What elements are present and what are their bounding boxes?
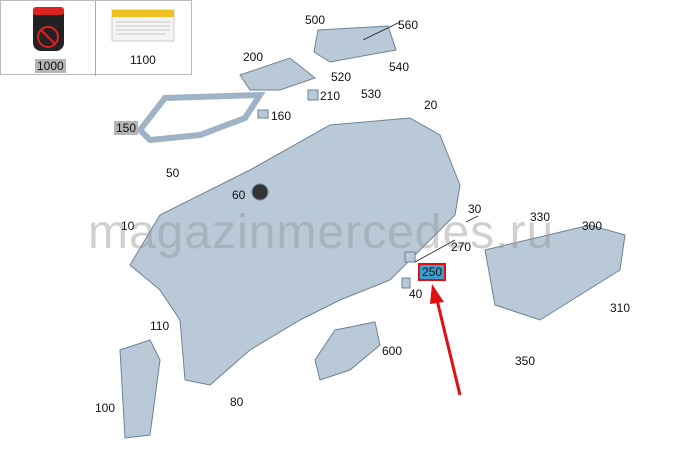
part-label-250-highlighted[interactable]: 250 bbox=[417, 263, 447, 281]
part-label-560[interactable]: 560 bbox=[398, 18, 419, 32]
part-label-1000: 1000 bbox=[35, 59, 66, 73]
trim-part-100 bbox=[119, 339, 161, 439]
part-60 bbox=[251, 183, 269, 201]
part-label-30[interactable]: 30 bbox=[468, 202, 482, 216]
part-label-40[interactable]: 40 bbox=[409, 287, 423, 301]
part-160 bbox=[257, 109, 269, 119]
warning-sticker-icon bbox=[33, 7, 64, 51]
part-label-20[interactable]: 20 bbox=[424, 98, 438, 112]
part-label-350[interactable]: 350 bbox=[515, 354, 536, 368]
part-250 bbox=[404, 251, 416, 263]
part-label-1100: 1100 bbox=[130, 53, 156, 67]
part-label-10[interactable]: 10 bbox=[121, 219, 135, 233]
part-label-270[interactable]: 270 bbox=[451, 240, 472, 254]
part-label-300[interactable]: 300 bbox=[582, 219, 603, 233]
part-label-80[interactable]: 80 bbox=[230, 395, 244, 409]
dashboard-part-10 bbox=[129, 117, 461, 386]
part-label-160[interactable]: 160 bbox=[271, 109, 292, 123]
part-label-50[interactable]: 50 bbox=[166, 166, 180, 180]
part-label-540[interactable]: 540 bbox=[389, 60, 410, 74]
indicator-arrow bbox=[435, 299, 462, 396]
airbag-module-500 bbox=[313, 25, 397, 63]
part-40 bbox=[401, 277, 411, 289]
part-label-530[interactable]: 530 bbox=[361, 87, 382, 101]
part-label-500[interactable]: 500 bbox=[305, 13, 326, 27]
part-label-100[interactable]: 100 bbox=[95, 401, 116, 415]
part-label-600[interactable]: 600 bbox=[382, 344, 403, 358]
part-label-520[interactable]: 520 bbox=[331, 70, 352, 84]
part-label-150[interactable]: 150 bbox=[114, 121, 139, 135]
part-label-60[interactable]: 60 bbox=[232, 188, 246, 202]
glovebox-part-300 bbox=[484, 224, 626, 321]
cover-part-200 bbox=[239, 57, 317, 91]
bracket-part-600 bbox=[314, 321, 381, 381]
thumbnail-strip: 1000 1100 bbox=[0, 0, 193, 76]
frame-part-150 bbox=[136, 91, 266, 144]
part-label-110[interactable]: 110 bbox=[150, 319, 170, 333]
part-label-310[interactable]: 310 bbox=[610, 301, 631, 315]
part-label-200[interactable]: 200 bbox=[243, 50, 264, 64]
part-label-330[interactable]: 330 bbox=[530, 210, 551, 224]
part-label-210[interactable]: 210 bbox=[320, 89, 341, 103]
airbag-sticker-icon bbox=[111, 9, 175, 42]
thumbnail-1000[interactable]: 1000 bbox=[1, 1, 96, 76]
watermark: magazinmercedes.ru bbox=[88, 206, 555, 259]
thumbnail-1100[interactable]: 1100 bbox=[96, 1, 193, 76]
part-210 bbox=[307, 89, 319, 101]
